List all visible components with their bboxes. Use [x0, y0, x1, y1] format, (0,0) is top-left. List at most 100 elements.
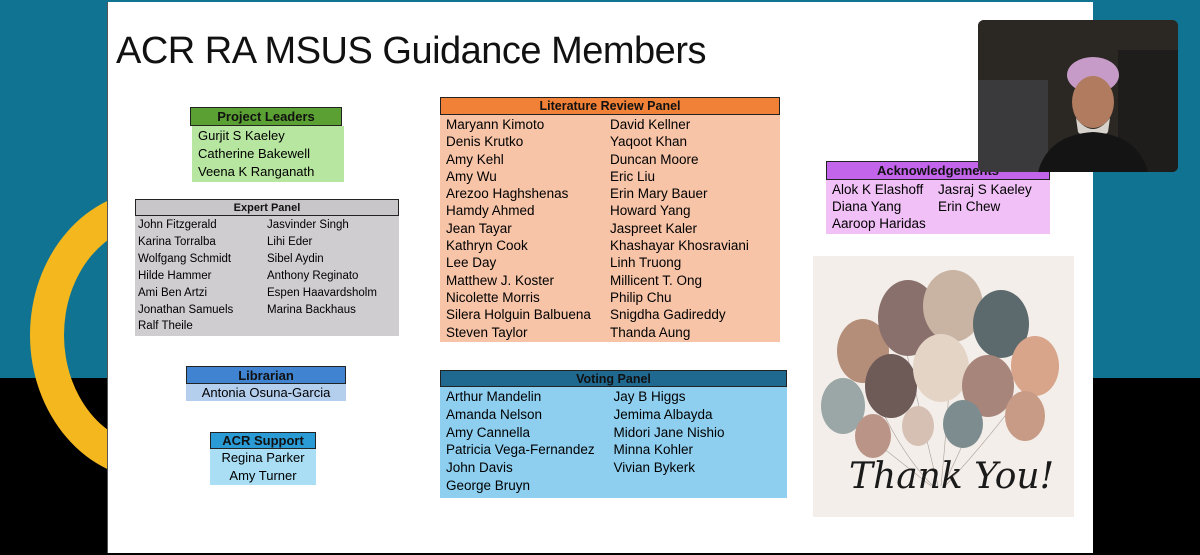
thank-you-text: Thank You!	[849, 456, 1055, 497]
acr-support-header: ACR Support	[210, 432, 316, 449]
list-item: Catherine Bakewell	[198, 146, 311, 161]
list-item: Veena K Ranganath	[198, 164, 315, 179]
list-item: Hamdy Ahmed	[446, 203, 535, 219]
list-item: Antonia Osuna-Garcia	[201, 385, 331, 400]
table-row: Ami Ben Artzi Espen Haavardsholm	[138, 285, 396, 302]
list-item: Alok K Elashoff	[832, 182, 924, 197]
literature-review-header: Literature Review Panel	[440, 97, 780, 115]
list-item: Jay B Higgs	[613, 389, 686, 404]
list-item: Matthew J. Koster	[446, 272, 555, 288]
list-item: Erin Mary Bauer	[610, 186, 708, 202]
list-item: Denis Krutko	[446, 134, 524, 150]
list-item: Jemima Albayda	[613, 406, 713, 422]
list-item: Linh Truong	[610, 255, 682, 271]
list-item: Arthur Mandelin	[446, 389, 542, 404]
voting-panel-list: Arthur Mandelin Jay B Higgs Amanda Nelson…	[440, 387, 787, 498]
table-row: Matthew J. Koster Millicent T. Ong	[446, 272, 774, 289]
list-item: Amanda Nelson	[446, 406, 543, 422]
list-item: David Kellner	[610, 117, 691, 132]
list-item: Erin Chew	[938, 199, 1001, 214]
list-item: Duncan Moore	[610, 151, 699, 167]
video-participant-tile[interactable]	[978, 20, 1178, 172]
table-row: Arthur Mandelin Jay B Higgs	[446, 388, 781, 406]
slide-title: ACR RA MSUS Guidance Members	[116, 30, 706, 72]
list-item	[267, 318, 396, 335]
list-item: George Bruyn	[446, 477, 531, 493]
list-item: Jonathan Samuels	[138, 303, 234, 316]
list-item: Silera Holguin Balbuena	[446, 307, 591, 323]
list-item: Midori Jane Nishio	[613, 424, 725, 440]
list-item: Sibel Aydin	[267, 252, 324, 265]
list-item: Philip Chu	[610, 289, 672, 305]
list-item: Diana Yang	[832, 199, 902, 214]
list-item: Amy Turner	[229, 468, 297, 483]
list-item: Yaqoot Khan	[610, 134, 688, 150]
table-row: Steven Taylor Thanda Aung	[446, 324, 774, 341]
list-item: Khashayar Khosraviani	[610, 238, 749, 254]
list-item	[614, 477, 782, 495]
table-row: Aaroop Haridas	[832, 215, 1044, 232]
list-item: Minna Kohler	[613, 442, 694, 458]
list-item: Anthony Reginato	[267, 269, 359, 282]
list-item: Amy Wu	[446, 168, 497, 184]
thank-you-balloon-image: Thank You!	[813, 256, 1074, 517]
list-item: Lihi Eder	[267, 235, 313, 248]
table-row: Ralf Theile	[138, 318, 396, 335]
table-row: Jean Tayar Jaspreet Kaler	[446, 220, 774, 237]
librarian-header: Librarian	[186, 366, 346, 384]
acr-support-list: Regina Parker Amy Turner	[210, 449, 316, 485]
expert-panel-list: John Fitzgerald Jasvinder Singh Karina To…	[135, 216, 399, 337]
list-item: Amy Cannella	[446, 424, 531, 440]
list-item: Snigdha Gadireddy	[610, 307, 726, 323]
list-item: John Fitzgerald	[138, 219, 217, 231]
list-item: Espen Haavardsholm	[267, 286, 377, 299]
table-row: Arezoo Haghshenas Erin Mary Bauer	[446, 185, 774, 202]
list-item: Howard Yang	[610, 203, 691, 219]
acr-support-panel: ACR Support Regina Parker Amy Turner	[210, 432, 316, 485]
voting-panel-header: Voting Panel	[440, 370, 787, 387]
table-row: George Bruyn	[446, 477, 781, 495]
list-item: Vivian Bykerk	[613, 460, 696, 476]
slide: ACR RA MSUS Guidance Members Project Lea…	[107, 2, 1093, 553]
table-row: Jonathan Samuels Marina Backhaus	[138, 302, 396, 319]
list-item: Ami Ben Artzi	[138, 286, 208, 299]
project-leaders-list: Gurjit S Kaeley Catherine Bakewell Veena…	[192, 126, 344, 182]
list-item: Amy Kehl	[446, 151, 504, 167]
project-leaders-panel: Project Leaders Gurjit S Kaeley Catherin…	[190, 107, 344, 182]
list-item: Regina Parker	[221, 450, 305, 465]
librarian-panel: Librarian Antonia Osuna-Garcia	[186, 366, 346, 401]
participant-video-feed	[978, 20, 1178, 172]
list-item: Aaroop Haridas	[832, 216, 926, 231]
list-item: Thanda Aung	[610, 324, 691, 340]
table-row: Amy Wu Eric Liu	[446, 168, 774, 185]
list-item: Marina Backhaus	[267, 303, 356, 316]
librarian-list: Antonia Osuna-Garcia	[186, 384, 346, 401]
table-row: Amy Cannella Midori Jane Nishio	[446, 424, 781, 442]
list-item: Eric Liu	[610, 168, 656, 184]
list-item: Jaspreet Kaler	[610, 220, 698, 236]
expert-panel-header: Expert Panel	[135, 199, 399, 216]
list-item: Jasvinder Singh	[267, 219, 349, 231]
list-item: Arezoo Haghshenas	[446, 186, 569, 202]
table-row: John Fitzgerald Jasvinder Singh	[138, 217, 396, 234]
project-leaders-header: Project Leaders	[190, 107, 342, 126]
voting-panel: Voting Panel Arthur Mandelin Jay B Higgs …	[440, 370, 787, 498]
list-item: Steven Taylor	[446, 324, 528, 340]
list-item: Jean Tayar	[446, 220, 512, 236]
list-item	[938, 215, 1044, 232]
balloon-illustration	[821, 270, 1059, 487]
table-row: Amanda Nelson Jemima Albayda	[446, 406, 781, 424]
list-item: Millicent T. Ong	[610, 272, 703, 288]
